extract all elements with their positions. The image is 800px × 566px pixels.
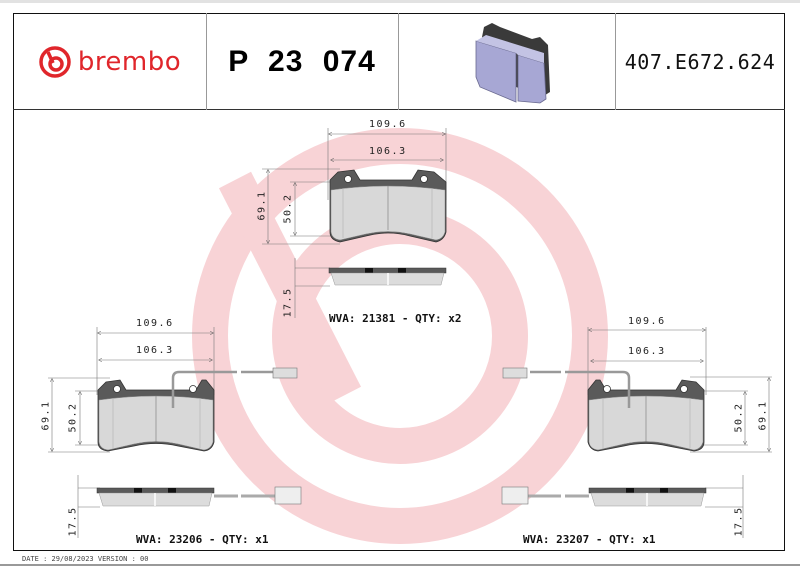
title-block (13, 13, 785, 110)
left-pad-face (97, 367, 298, 452)
dim-width-inner: 106.3 (369, 146, 407, 157)
bottom-edge (0, 564, 800, 566)
divider (206, 13, 207, 110)
dim-thickness: 17.5 (733, 506, 745, 537)
dim-width-outer: 109.6 (369, 119, 407, 130)
dim-height-inner: 50.2 (282, 193, 294, 224)
wva-label: WVA: 23206 - QTY: x1 (136, 533, 269, 546)
dim-height-outer: 69.1 (757, 400, 769, 431)
divider (615, 13, 616, 110)
center-pad-face (329, 169, 447, 243)
wva-label: WVA: 23207 - QTY: x1 (523, 533, 656, 546)
right-pad-face (502, 367, 705, 452)
brembo-logo: brembo (38, 45, 181, 79)
dim-width-outer: 109.6 (136, 318, 174, 329)
brake-pad-render-icon (475, 22, 550, 103)
dim-height-outer: 69.1 (256, 190, 268, 221)
top-edge (0, 0, 800, 3)
reference-code: 407.E672.624 (624, 49, 776, 74)
divider (398, 13, 399, 110)
reference-cell: 407.E672.624 (615, 13, 785, 110)
dim-height-inner: 50.2 (67, 402, 79, 433)
date-version-footer: DATE : 29/08/2023 VERSION : 00 (22, 555, 149, 563)
dim-height-outer: 69.1 (40, 400, 52, 431)
dim-width-inner: 106.3 (136, 345, 174, 356)
part-number: P 23 074 (228, 44, 376, 78)
dim-thickness: 17.5 (67, 506, 79, 537)
wva-label: WVA: 21381 - QTY: x2 (329, 312, 462, 325)
brand-name: brembo (77, 46, 182, 77)
brand-cell: brembo (13, 13, 206, 110)
product-image-cell (398, 13, 615, 110)
drawing-frame (13, 13, 785, 551)
brembo-logo-icon (39, 45, 71, 78)
dim-width-outer: 109.6 (628, 316, 666, 327)
part-number-cell: P 23 074 (206, 13, 398, 110)
dim-width-inner: 106.3 (628, 346, 666, 357)
dim-height-inner: 50.2 (733, 402, 745, 433)
dim-thickness: 17.5 (282, 287, 294, 318)
